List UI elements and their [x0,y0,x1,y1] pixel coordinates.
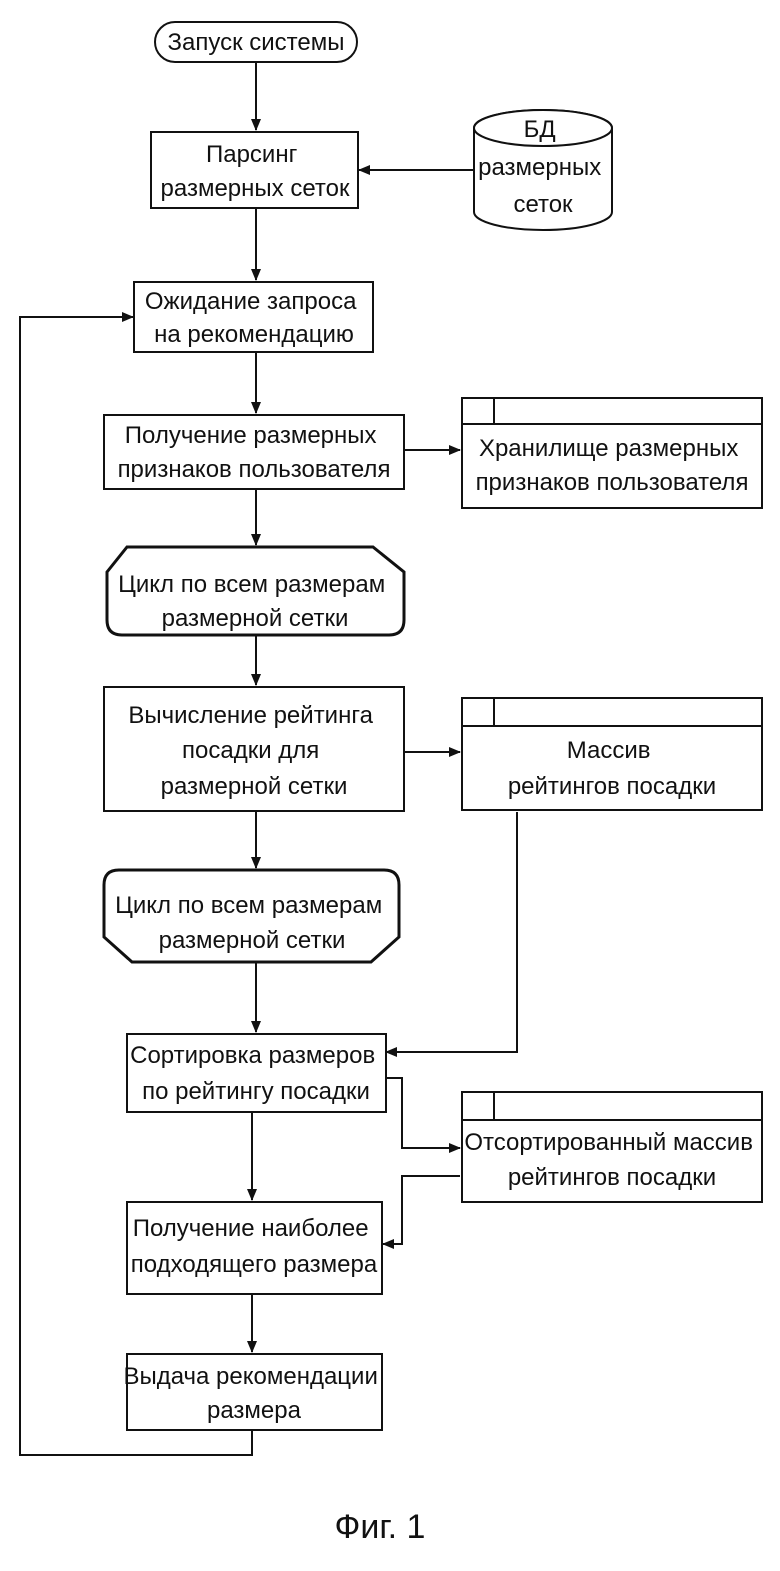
arrow-sort-to-sorted-array [386,1078,460,1148]
arrow-array-to-sort [386,812,517,1052]
figure-caption: Фиг. 1 [335,1508,426,1546]
labels: Запуск системы Парсинг размерных сеток Б… [115,29,760,1546]
start-label: Запуск системы [168,29,345,56]
arrow-sorted-array-to-best [383,1176,460,1244]
